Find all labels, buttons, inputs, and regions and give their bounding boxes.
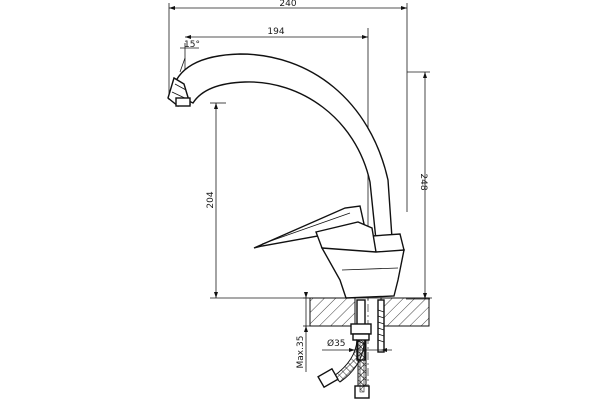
angle-label: 15° bbox=[184, 40, 200, 50]
countertop-section bbox=[300, 297, 432, 327]
total-height-label: 248 bbox=[418, 173, 428, 190]
overall-width-label: 240 bbox=[279, 0, 296, 9]
faucet-body bbox=[167, 53, 405, 299]
spout-reach-label: 194 bbox=[267, 27, 284, 37]
mounting-nut bbox=[350, 323, 372, 335]
countertop-left bbox=[309, 297, 356, 327]
hose-fitting-left bbox=[317, 367, 339, 389]
hole-diameter-label: Ø35 bbox=[327, 338, 346, 349]
base-body bbox=[320, 247, 405, 299]
max-thickness-label: Max.35 bbox=[296, 336, 306, 369]
overall-width-dimension: 240 bbox=[168, 0, 408, 212]
supply-hose-center bbox=[359, 339, 365, 393]
supply-hoses bbox=[317, 339, 370, 399]
countertop-right bbox=[380, 297, 430, 327]
aerator-tip bbox=[175, 97, 191, 107]
angle-dimension: 15° bbox=[179, 40, 200, 73]
max-thickness-dimension: Max.35 bbox=[296, 292, 310, 372]
spout-height-dimension: 204 bbox=[206, 102, 300, 299]
threaded-rod bbox=[377, 299, 385, 353]
spout-height-label: 204 bbox=[206, 191, 216, 208]
total-height-dimension: 248 bbox=[406, 71, 430, 300]
spout bbox=[171, 53, 393, 241]
mounting-washer bbox=[352, 333, 370, 341]
